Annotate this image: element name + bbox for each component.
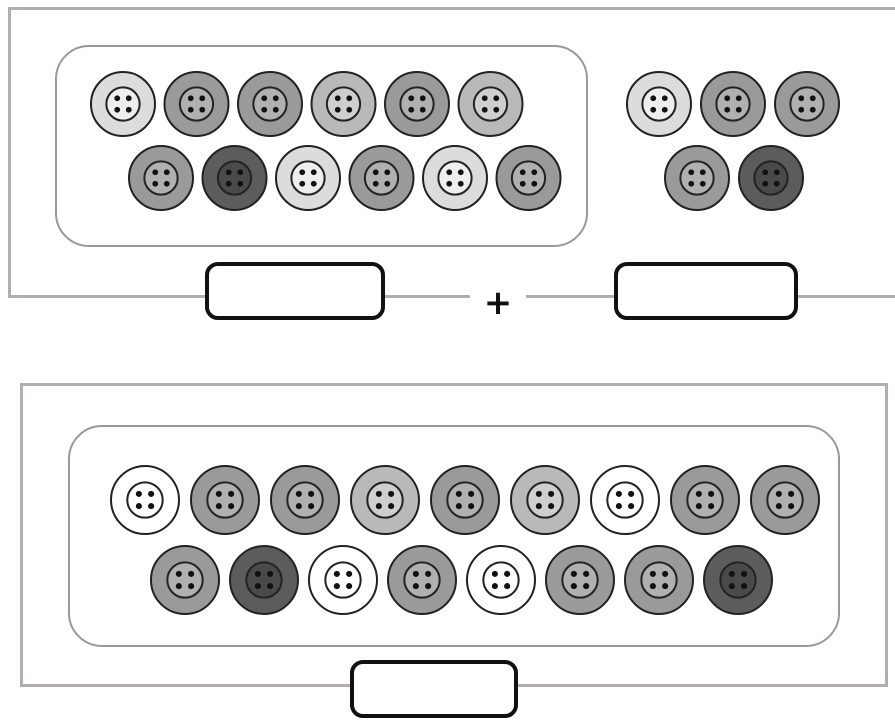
- sewing-button-icon: [627, 72, 691, 136]
- plus-operator: +: [470, 278, 526, 328]
- sewing-button-icon: [467, 546, 535, 614]
- right-addend-answer-box[interactable]: [614, 262, 798, 320]
- sewing-button-icon: [665, 146, 729, 210]
- sewing-button-icon: [271, 466, 339, 534]
- sewing-button-icon: [546, 546, 614, 614]
- sewing-button-icon: [385, 72, 449, 136]
- sewing-button-icon: [276, 146, 340, 210]
- sewing-button-icon: [459, 72, 523, 136]
- sewing-button-icon: [423, 146, 487, 210]
- sewing-button-icon: [129, 146, 193, 210]
- sewing-button-icon: [701, 72, 765, 136]
- sewing-button-icon: [350, 146, 414, 210]
- sewing-button-icon: [312, 72, 376, 136]
- sewing-button-icon: [191, 466, 259, 534]
- sewing-button-icon: [739, 146, 803, 210]
- sewing-button-icon: [671, 466, 739, 534]
- sewing-button-icon: [111, 466, 179, 534]
- sewing-button-icon: [165, 72, 229, 136]
- sewing-button-icon: [775, 72, 839, 136]
- sewing-button-icon: [238, 72, 302, 136]
- sewing-button-icon: [704, 546, 772, 614]
- sewing-button-icon: [351, 466, 419, 534]
- sewing-button-icon: [625, 546, 693, 614]
- sewing-button-icon: [91, 72, 155, 136]
- left-addend-answer-box[interactable]: [205, 262, 385, 320]
- sewing-button-icon: [230, 546, 298, 614]
- sewing-button-icon: [431, 466, 499, 534]
- sewing-button-icon: [151, 546, 219, 614]
- sewing-button-icon: [751, 466, 819, 534]
- total-answer-box[interactable]: [350, 660, 518, 718]
- sewing-button-icon: [388, 546, 456, 614]
- sewing-button-icon: [591, 466, 659, 534]
- sewing-button-icon: [511, 466, 579, 534]
- sewing-button-icon: [309, 546, 377, 614]
- sewing-button-icon: [497, 146, 561, 210]
- sewing-button-icon: [203, 146, 267, 210]
